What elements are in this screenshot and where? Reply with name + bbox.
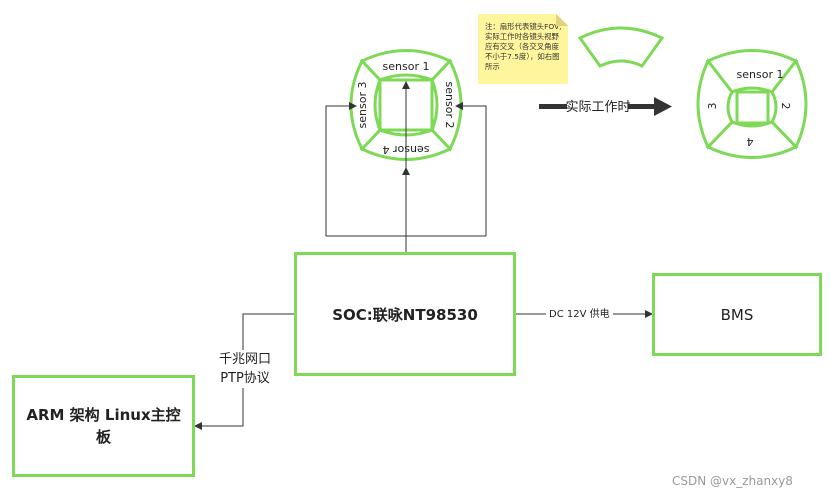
- sensor-core-right: [735, 90, 770, 125]
- work-arrow-label: 实际工作时: [565, 100, 630, 115]
- sensor-cluster-right: [696, 49, 808, 159]
- right-sensor-4-label: 4: [747, 135, 754, 148]
- sensor-1-label: sensor 1: [383, 60, 430, 73]
- power-link-label: DC 12V 供电: [546, 305, 613, 320]
- network-link-label: 千兆网口 PTP协议: [200, 350, 290, 388]
- arm-label: ARM 架构 Linux主控板: [26, 406, 181, 446]
- right-sensor-3-label: 3: [706, 103, 719, 110]
- right-sensor-2-label: 2: [779, 103, 792, 110]
- sticky-note-text: 注：扇形代表镜头FOV,实际工作时各镜头视野应有交叉（各交叉角度不小于7.5度）…: [485, 22, 562, 71]
- soc-to-sensor-left: [325, 106, 486, 237]
- soc-box[interactable]: SOC:联咏NT98530: [294, 252, 516, 376]
- sticky-note-fold: [556, 14, 568, 26]
- fov-sector-sample: [577, 26, 665, 68]
- network-link-line1: 千兆网口: [218, 352, 271, 367]
- bms-box[interactable]: BMS: [652, 273, 822, 356]
- bms-label: BMS: [720, 305, 754, 324]
- watermark: CSDN @vx_zhanxy8: [672, 474, 793, 488]
- soc-to-sensor-right: [455, 102, 487, 236]
- right-sensor-1-label: sensor 1: [737, 68, 784, 81]
- connectors: [194, 81, 653, 430]
- right-sensor-3-fov: [696, 58, 734, 150]
- sensor-3-label: sensor 3: [356, 82, 369, 129]
- sensor-3-fov: [349, 58, 382, 152]
- soc-label: SOC:联咏NT98530: [332, 305, 478, 324]
- sensor-2-label: sensor 2: [443, 82, 456, 129]
- arm-box[interactable]: ARM 架构 Linux主控板: [12, 375, 195, 477]
- network-link-line2: PTP协议: [220, 371, 270, 386]
- work-arrow: [539, 97, 672, 116]
- sticky-note: 注：扇形代表镜头FOV,实际工作时各镜头视野应有交叉（各交叉角度不小于7.5度）…: [478, 14, 568, 84]
